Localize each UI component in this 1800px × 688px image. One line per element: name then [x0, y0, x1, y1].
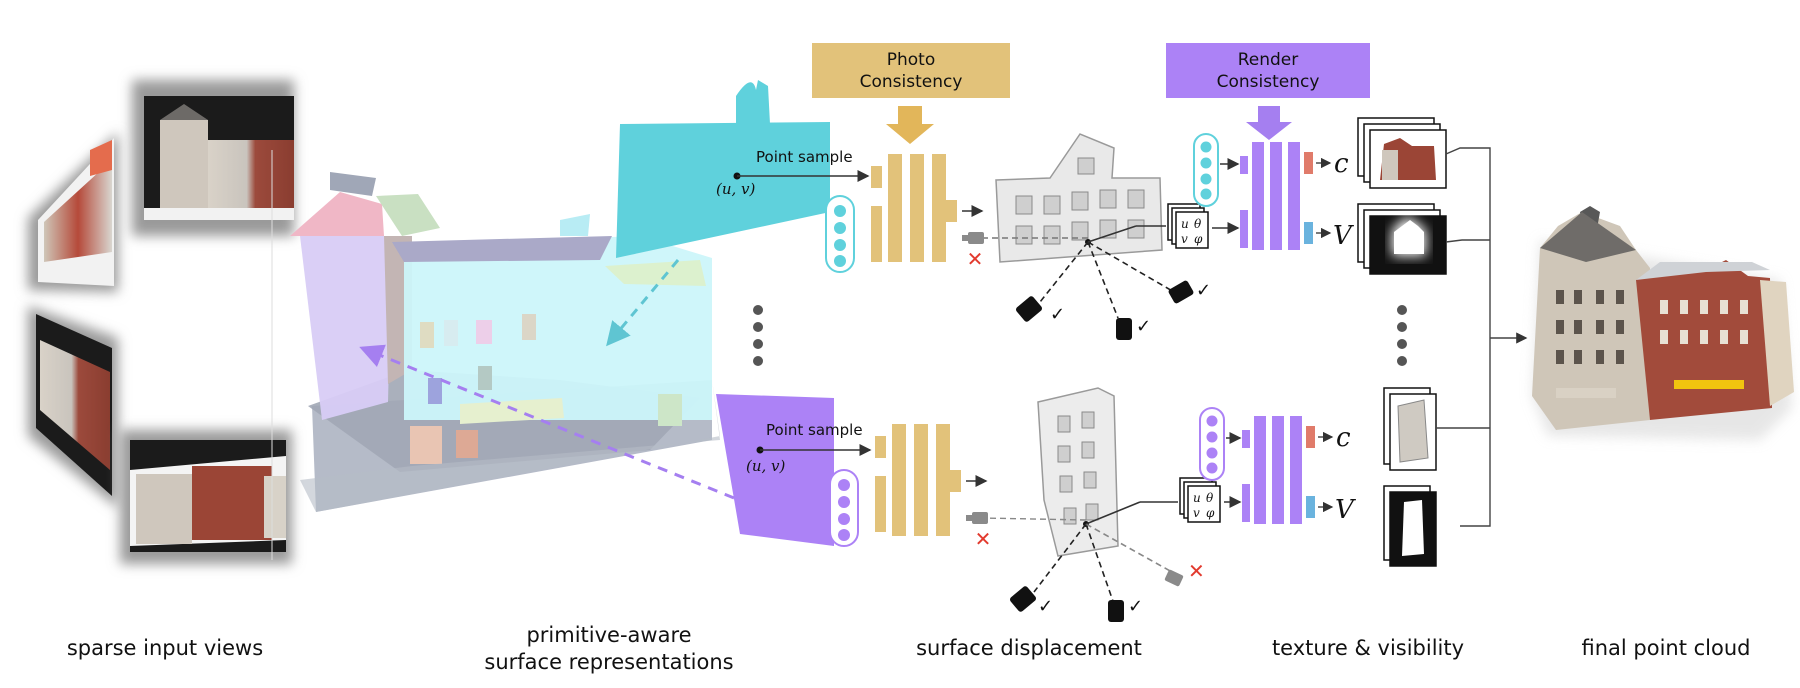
render-mlp-top: [1240, 142, 1300, 250]
stage-label-final: final point cloud: [1581, 636, 1750, 660]
stage-label-sparse: sparse input views: [67, 636, 263, 660]
point-sample-label-top: Point sample: [756, 148, 853, 166]
uv-label-top: (u, v): [716, 180, 756, 198]
svg-text:Render: Render: [1238, 50, 1299, 70]
encoding-pill-render-bottom: [1199, 407, 1225, 481]
color-output-bottom: [1306, 426, 1315, 448]
camera-rays-bottom: [981, 501, 1173, 605]
input-view-1: [144, 96, 294, 220]
cross-mark: ✕: [967, 247, 984, 271]
svg-text:θ: θ: [1206, 491, 1214, 505]
feature-stack-bottom: u θ v φ: [1179, 477, 1221, 523]
stage-label-primitive-2: surface representations: [484, 650, 733, 674]
displaced-facade-bottom: [1037, 387, 1119, 557]
svg-text:v: v: [1181, 232, 1188, 246]
ellipsis-right: [1397, 305, 1407, 366]
feature-stack-top: u θ v φ: [1167, 203, 1209, 249]
svg-text:φ: φ: [1194, 232, 1203, 246]
svg-text:v: v: [1193, 506, 1200, 520]
svg-text:u: u: [1181, 217, 1189, 231]
point-sample-label-bottom: Point sample: [766, 421, 863, 439]
visibility-output-top: [1304, 222, 1313, 244]
cyan-primitive: [616, 80, 830, 258]
displaced-facade-top: [995, 133, 1163, 263]
merge-connector: [1436, 147, 1528, 527]
camera-valid-top-1: ✓: [1016, 296, 1065, 325]
encoding-pill-bottom: [829, 469, 859, 547]
camera-valid-top-2: ✓: [1116, 316, 1151, 340]
color-symbol-top: c: [1334, 149, 1349, 179]
texture-stack-bottom: [1383, 387, 1437, 471]
visibility-stack-top: [1357, 203, 1447, 275]
photo-consistency-box: Photo Consistency: [812, 43, 1010, 144]
svg-text:✓: ✓: [1196, 280, 1211, 301]
input-view-3: [36, 314, 112, 496]
camera-rays-top: [982, 225, 1175, 319]
svg-text:Consistency: Consistency: [860, 72, 963, 92]
texture-stack-top: [1357, 117, 1447, 189]
input-view-4: [130, 440, 286, 552]
input-view-2: [38, 138, 114, 286]
stage-label-primitive-1: primitive-aware: [526, 623, 691, 647]
camera-occluded-bottom-2: ✕: [1164, 559, 1205, 587]
svg-text:Photo: Photo: [887, 50, 936, 70]
final-point-cloud: [1532, 206, 1794, 440]
svg-text:θ: θ: [1194, 217, 1202, 231]
camera-occluded-bottom-1: [966, 512, 988, 524]
svg-text:u: u: [1193, 491, 1201, 505]
svg-text:Consistency: Consistency: [1217, 72, 1320, 92]
stage-label-displacement: surface displacement: [916, 636, 1142, 660]
svg-text:✓: ✓: [1128, 596, 1143, 617]
sparse-input-views: [28, 80, 294, 564]
svg-text:✓: ✓: [1136, 316, 1151, 337]
ellipsis-left: [753, 305, 763, 366]
visibility-output-bottom: [1306, 496, 1315, 518]
purple-dashed-arrow: [359, 344, 735, 500]
camera-valid-top-3: ✓: [1168, 280, 1211, 304]
cross-mark: ✕: [1188, 559, 1205, 583]
camera-valid-bottom-2: ✓: [1108, 596, 1143, 622]
cyan-dashed-arrow: [606, 259, 680, 347]
render-consistency-box: Render Consistency: [1166, 43, 1370, 140]
displacement-mlp-top: [871, 154, 957, 262]
svg-text:φ: φ: [1206, 506, 1215, 520]
svg-text:✓: ✓: [1038, 596, 1053, 617]
stage-label-texture: texture & visibility: [1272, 636, 1464, 660]
cross-mark: ✕: [975, 527, 992, 551]
displacement-mlp-bottom: [875, 424, 961, 536]
visibility-symbol-bottom: V: [1335, 495, 1356, 525]
color-output-top: [1304, 152, 1313, 174]
svg-text:✓: ✓: [1050, 304, 1065, 325]
render-mlp-bottom: [1242, 416, 1302, 524]
encoding-pill-render-top: [1193, 133, 1219, 207]
visibility-symbol-top: V: [1333, 221, 1354, 251]
visibility-stack-bottom: [1383, 485, 1437, 567]
encoding-pill-top: [825, 195, 855, 273]
camera-occluded-top: [962, 232, 984, 244]
primitive-surfaces: [290, 172, 720, 512]
color-symbol-bottom: c: [1336, 423, 1351, 453]
camera-valid-bottom-1: ✓: [1010, 586, 1053, 617]
purple-primitive: [716, 394, 834, 546]
uv-label-bottom: (u, v): [746, 457, 786, 475]
